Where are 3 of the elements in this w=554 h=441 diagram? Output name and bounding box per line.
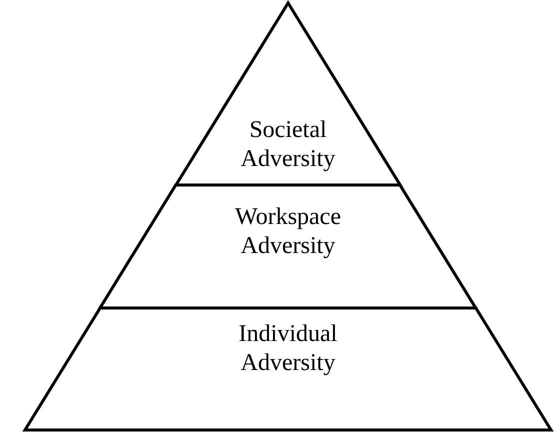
tier-label: Individual Adversity	[238, 320, 338, 378]
tier-label: Societal Adversity	[240, 116, 336, 174]
tier-label: Workspace Adversity	[234, 203, 342, 261]
